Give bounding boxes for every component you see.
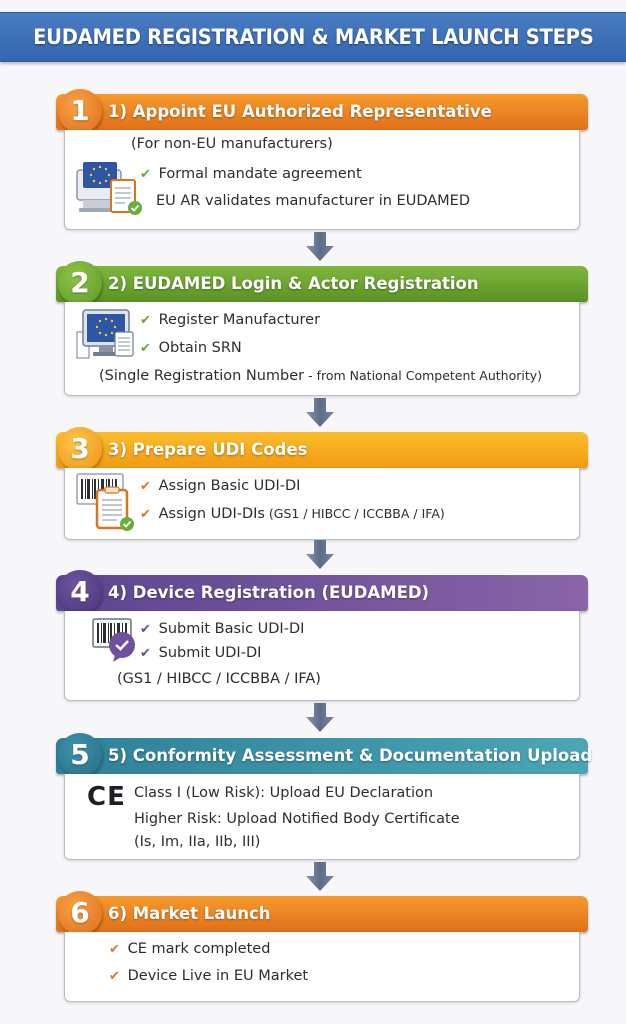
step-line: ✔ Submit Basic UDI-DI <box>140 621 304 637</box>
step-banner: 3 3) Prepare UDI Codes <box>56 427 588 471</box>
check-icon: ✔ <box>109 942 120 957</box>
step-banner: 4 4) Device Registration (EUDAMED) <box>56 570 588 614</box>
step-line: ✔ Register Manufacturer <box>140 312 320 328</box>
step-line: ✔ Obtain SRN <box>140 340 242 356</box>
step-title: 3) Prepare UDI Codes <box>108 440 308 459</box>
down-arrow-icon <box>306 862 334 891</box>
step-line: Class I (Low Risk): Upload EU Declaratio… <box>134 785 434 801</box>
step-line: (For non-EU manufacturers) <box>131 136 333 152</box>
check-icon: ✔ <box>140 622 151 637</box>
step-card: ✔ Submit Basic UDI-DI ✔ Submit UDI-DI (G… <box>64 611 580 701</box>
step-1: 1 1) Appoint EU Authorized Representativ… <box>56 89 588 232</box>
step-line: (Single Registration Number - from Natio… <box>99 368 542 384</box>
barcode-check-bubble-icon <box>92 618 135 662</box>
check-icon: ✔ <box>140 646 151 661</box>
step-banner: 5 5) Conformity Assessment & Documentati… <box>56 733 592 777</box>
step-card: ✔ Register Manufacturer ✔ Obtain SRN (Si… <box>64 302 580 396</box>
step-line: (Is, Im, IIa, IIb, III) <box>134 834 261 850</box>
step-title: 4) Device Registration (EUDAMED) <box>108 583 430 602</box>
step-banner: 1 1) Appoint EU Authorized Representativ… <box>56 89 588 133</box>
step-number-badge: 1 <box>58 89 102 133</box>
down-arrow-icon <box>306 232 334 261</box>
down-arrow-icon <box>306 703 334 732</box>
step-card: ✔ CE mark completed ✔ Device Live in EU … <box>64 932 580 1002</box>
step-line-text: (Single Registration Number <box>99 368 305 384</box>
step-line: (GS1 / HIBCC / ICCBBA / IFA) <box>117 671 321 687</box>
step-banner: 2 2) EUDAMED Login & Actor Registration <box>56 261 588 305</box>
step-line: ✔ Assign UDI-DIs (GS1 / HIBCC / ICCBBA /… <box>140 506 445 522</box>
step-title: 2) EUDAMED Login & Actor Registration <box>108 274 479 293</box>
barcode-clipboard-check-icon <box>76 473 134 531</box>
step-card: ✔ Assign Basic UDI-DI ✔ Assign UDI-DIs (… <box>64 468 580 540</box>
step-line-note: - from National Competent Authority) <box>304 368 543 383</box>
step-number-badge: 5 <box>58 733 102 777</box>
step-number-badge: 2 <box>58 261 102 305</box>
check-icon: ✔ <box>140 313 151 328</box>
step-line-text: Obtain SRN <box>158 340 242 356</box>
down-arrow-icon <box>306 398 334 427</box>
computer-eu-flag-document-icon <box>76 309 134 359</box>
step-line-text: Device Live in EU Market <box>127 968 309 984</box>
step-number-badge: 4 <box>58 570 102 614</box>
step-line: Higher Risk: Upload Notified Body Certif… <box>134 811 460 827</box>
check-icon: ✔ <box>140 341 151 356</box>
step-4: 4 4) Device Registration (EUDAMED) ✔ Sub… <box>56 570 588 703</box>
step-line: ✔ CE mark completed <box>109 941 270 957</box>
step-card: (For non-EU manufacturers) ✔ Formal mand… <box>64 130 580 230</box>
step-line-text: Formal mandate agreement <box>158 166 362 182</box>
step-line-text: Submit Basic UDI-DI <box>158 621 305 637</box>
step-line-text: Submit UDI-DI <box>158 645 262 661</box>
step-2: 2 2) EUDAMED Login & Actor Registration … <box>56 261 588 398</box>
step-number-badge: 3 <box>58 427 102 471</box>
step-number-badge: 6 <box>58 891 102 935</box>
check-icon: ✔ <box>109 969 120 984</box>
step-title: 6) Market Launch <box>108 904 271 923</box>
down-arrow-icon <box>306 540 334 569</box>
step-line-text: Assign UDI-DIs <box>158 506 265 522</box>
check-icon: ✔ <box>140 479 151 494</box>
ce-mark-icon: CE <box>87 782 126 812</box>
step-3: 3 3) Prepare UDI Codes ✔ Assign Basic UD… <box>56 427 588 540</box>
step-title: 1) Appoint EU Authorized Representative <box>108 102 492 121</box>
step-line-text: Assign Basic UDI-DI <box>158 478 301 494</box>
step-banner: 6 6) Market Launch <box>56 891 588 935</box>
step-line-text: CE mark completed <box>127 941 271 957</box>
step-card: CE Class I (Low Risk): Upload EU Declara… <box>64 774 580 860</box>
page-title: EUDAMED REGISTRATION & MARKET LAUNCH STE… <box>32 25 594 49</box>
check-icon: ✔ <box>140 507 151 522</box>
title-bar: EUDAMED REGISTRATION & MARKET LAUNCH STE… <box>0 12 626 62</box>
step-line-note: (GS1 / HIBCC / ICCBBA / IFA) <box>264 506 445 521</box>
step-line: ✔ Device Live in EU Market <box>109 968 308 984</box>
step-line: EU AR validates manufacturer in EUDAMED <box>156 193 471 209</box>
step-6: 6 6) Market Launch ✔ CE mark completed ✔… <box>56 891 588 1004</box>
computer-eu-flag-document-check-icon <box>76 162 142 215</box>
step-line: ✔ Submit UDI-DI <box>140 645 261 661</box>
check-icon: ✔ <box>140 167 151 182</box>
step-line-text: Register Manufacturer <box>158 312 321 328</box>
step-title: 5) Conformity Assessment & Documentation… <box>108 746 593 765</box>
step-5: 5 5) Conformity Assessment & Documentati… <box>56 733 592 862</box>
step-line: ✔ Formal mandate agreement <box>140 166 362 182</box>
step-line: ✔ Assign Basic UDI-DI <box>140 478 300 494</box>
